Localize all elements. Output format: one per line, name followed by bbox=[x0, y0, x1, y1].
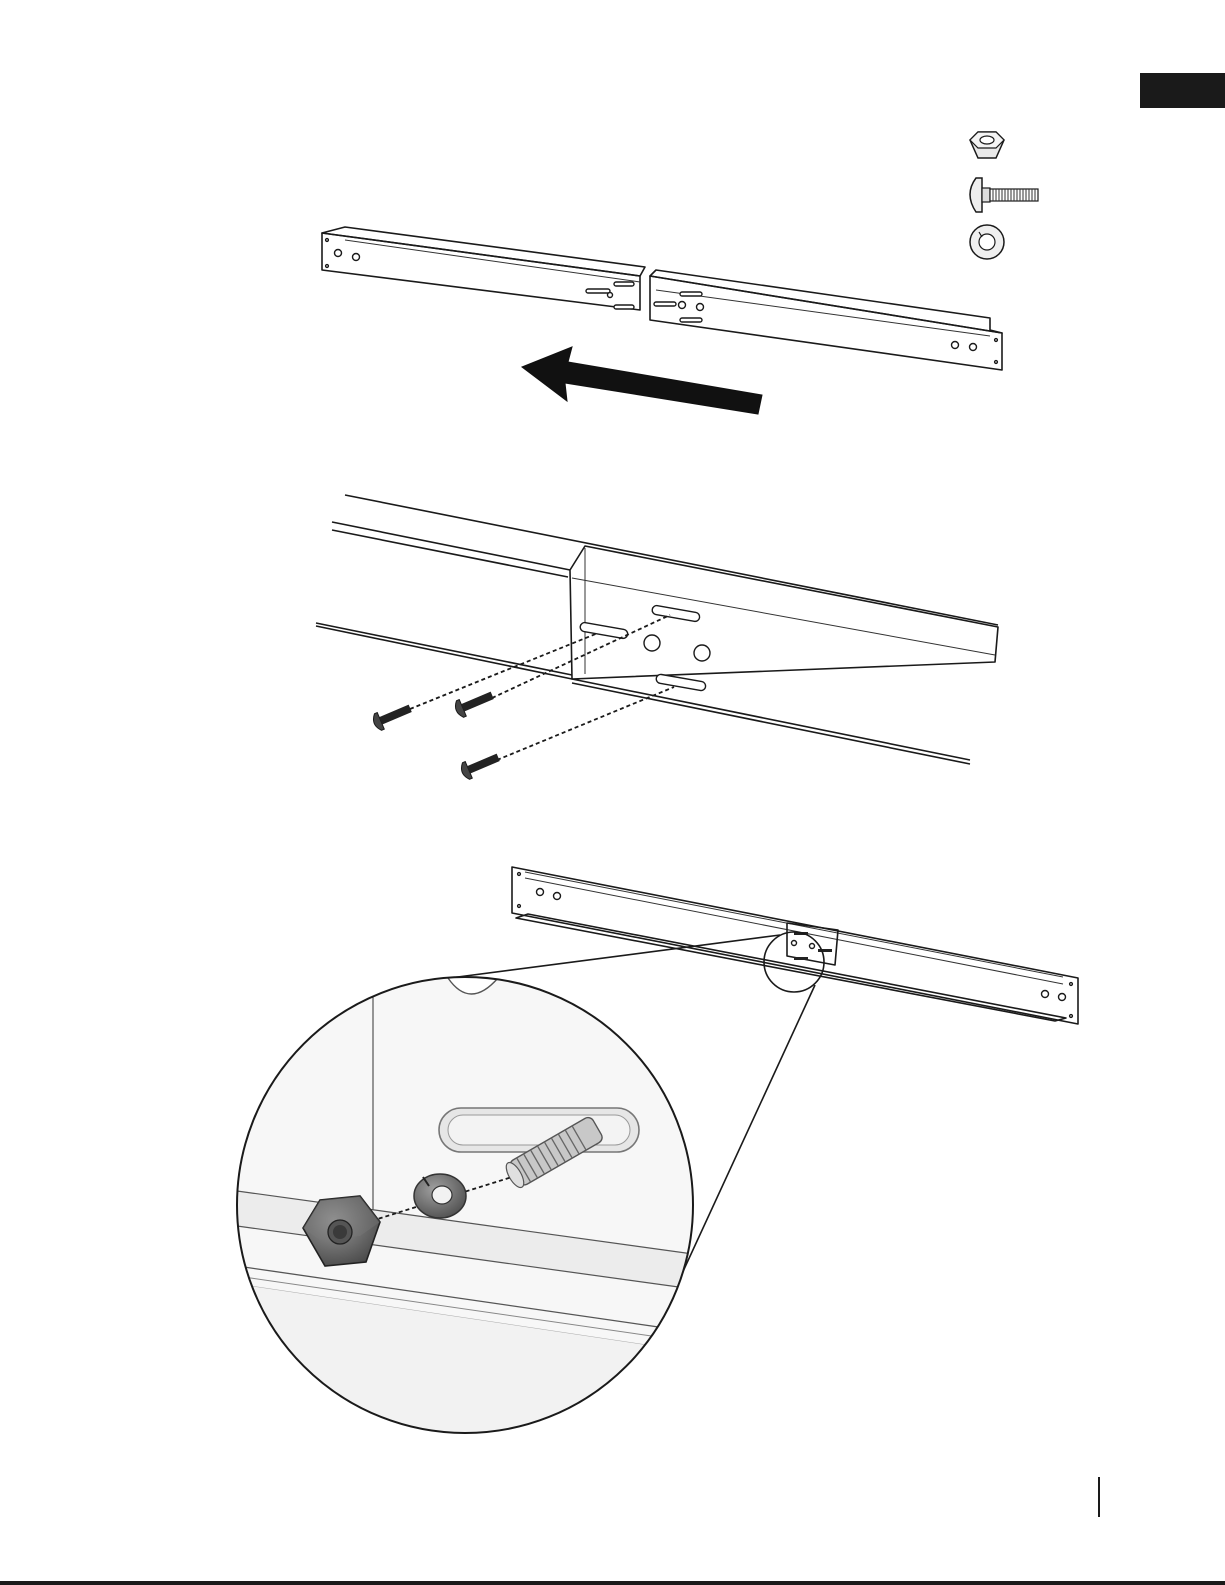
right-rail-section bbox=[650, 270, 1002, 370]
slide-direction-arrow bbox=[522, 347, 762, 414]
step-1-slide-rails bbox=[322, 227, 1002, 414]
detail-magnified-view bbox=[230, 975, 700, 1435]
hex-nut-icon bbox=[970, 132, 1004, 158]
carriage-bolt-icon bbox=[970, 178, 1038, 212]
lock-washer-detail bbox=[414, 1174, 466, 1218]
carriage-bolt-3 bbox=[459, 749, 502, 781]
carriage-bolt-2 bbox=[453, 687, 496, 719]
carriage-bolt-1 bbox=[371, 700, 414, 732]
step-2-insert-bolts bbox=[316, 495, 998, 781]
lock-washer-icon bbox=[970, 225, 1004, 259]
left-rail-section bbox=[322, 227, 645, 310]
